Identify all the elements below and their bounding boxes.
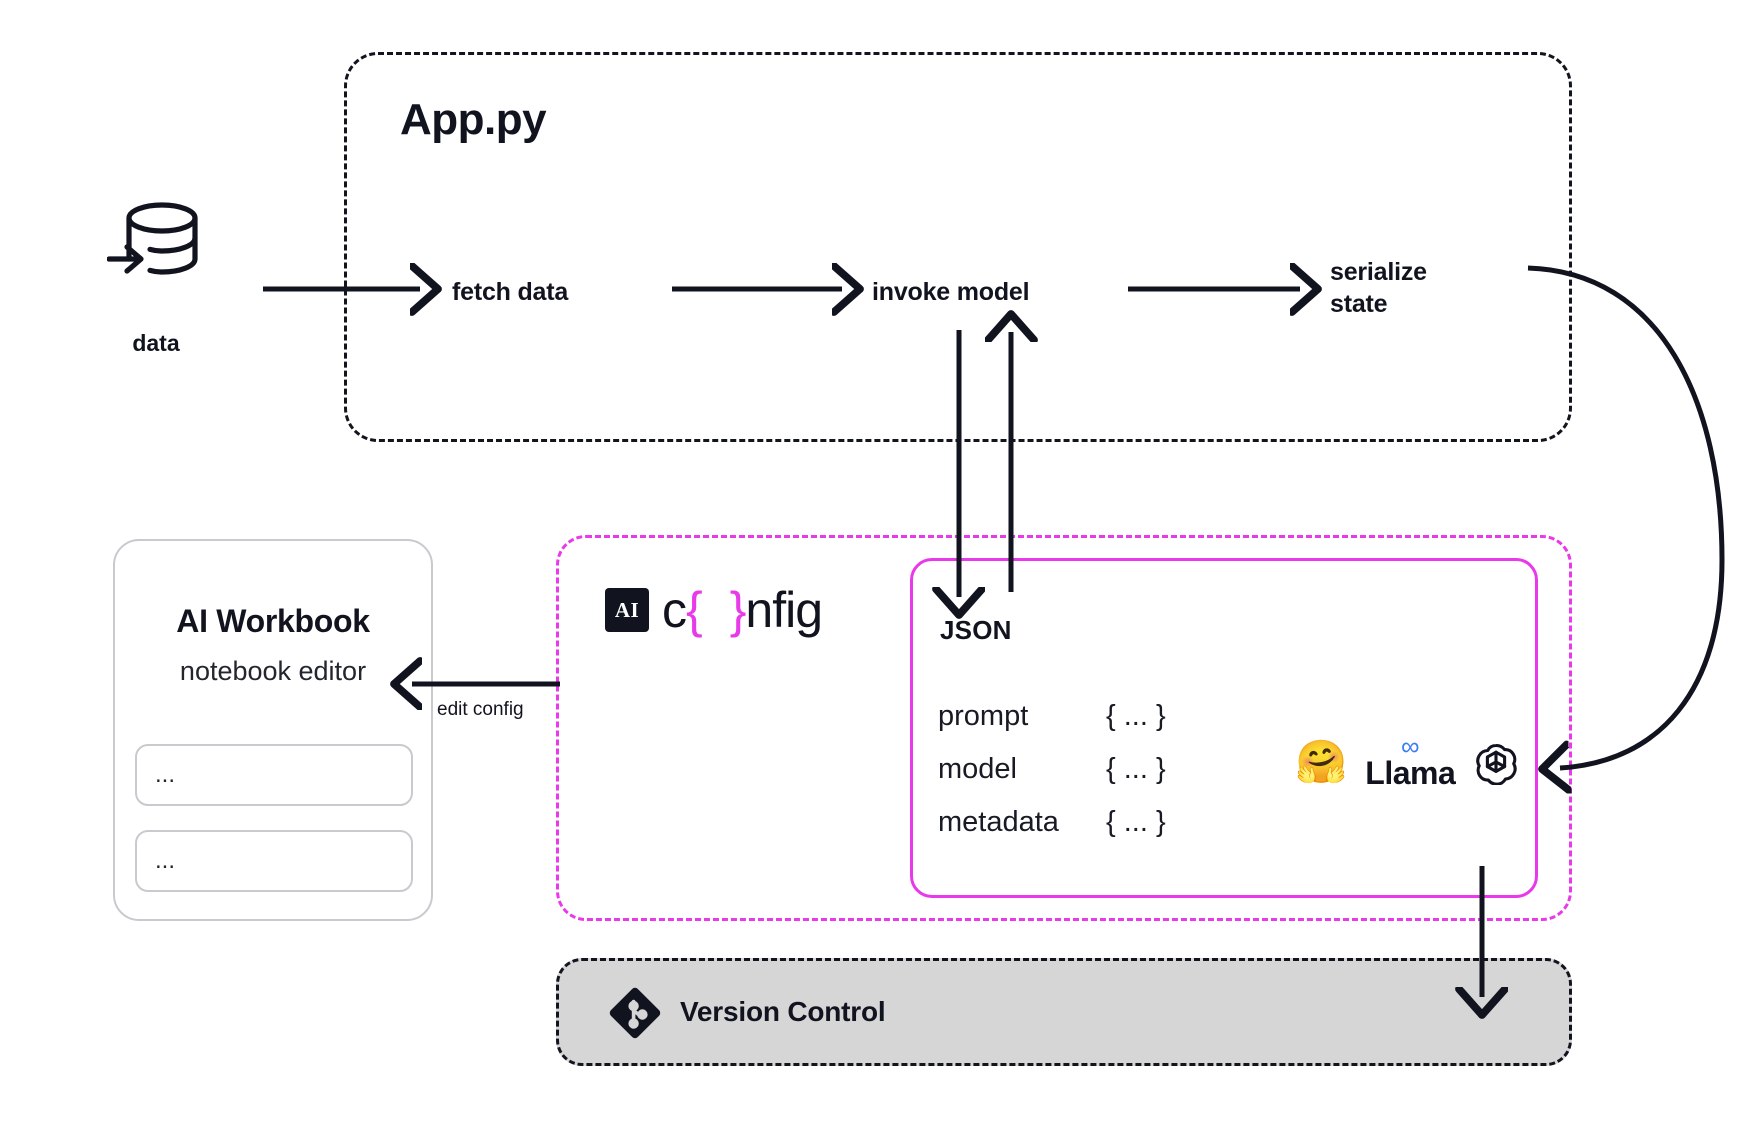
notebook-cell[interactable]: ... <box>135 744 413 806</box>
ai-workbook-subtitle: notebook editor <box>179 656 367 686</box>
step-serialize-state: serialize state <box>1330 258 1427 318</box>
config-word-suffix: nfig <box>745 582 823 638</box>
git-icon <box>607 985 663 1041</box>
json-value: { ... } <box>1106 700 1166 732</box>
json-card <box>910 558 1538 898</box>
json-value: { ... } <box>1106 753 1166 785</box>
json-value: { ... } <box>1106 806 1166 838</box>
data-source-label: data <box>132 330 180 356</box>
json-key: model <box>938 753 1017 785</box>
notebook-cell-text: ... <box>155 761 176 788</box>
config-word-prefix: c <box>662 582 687 638</box>
notebook-cell-text: ... <box>155 847 176 874</box>
json-row: metadata { ... } <box>938 806 1166 839</box>
json-key: prompt <box>938 700 1029 732</box>
llama-wordmark: Llama <box>1365 755 1456 791</box>
json-key: metadata <box>938 806 1059 838</box>
ai-workbook-title: AI Workbook <box>176 603 370 639</box>
ai-badge-icon: AI <box>605 588 649 632</box>
notebook-cell[interactable]: ... <box>135 830 413 892</box>
version-control-bar <box>556 958 1572 1066</box>
config-logo: AI c{}nfig <box>605 582 823 638</box>
config-wordmark: c{}nfig <box>662 582 823 638</box>
config-brace-close: } <box>729 582 747 638</box>
step-fetch-data: fetch data <box>452 278 569 306</box>
meta-llama-logo: ∞ Llama <box>1365 731 1456 791</box>
edit-config-edge-label: edit config <box>437 699 524 720</box>
hugging-face-icon: 🤗 <box>1295 738 1348 785</box>
json-card-title: JSON <box>940 615 1012 645</box>
database-icon <box>106 195 203 291</box>
step-invoke-model: invoke model <box>872 278 1030 306</box>
model-provider-logos: 🤗 ∞ Llama <box>1295 731 1519 791</box>
openai-icon <box>1473 739 1519 786</box>
json-row: model { ... } <box>938 753 1166 786</box>
version-control-label: Version Control <box>680 996 886 1027</box>
meta-infinity-icon: ∞ <box>1401 731 1420 761</box>
json-row: prompt { ... } <box>938 700 1166 733</box>
app-py-title: App.py <box>400 95 547 144</box>
config-brace-open: { <box>686 582 703 638</box>
